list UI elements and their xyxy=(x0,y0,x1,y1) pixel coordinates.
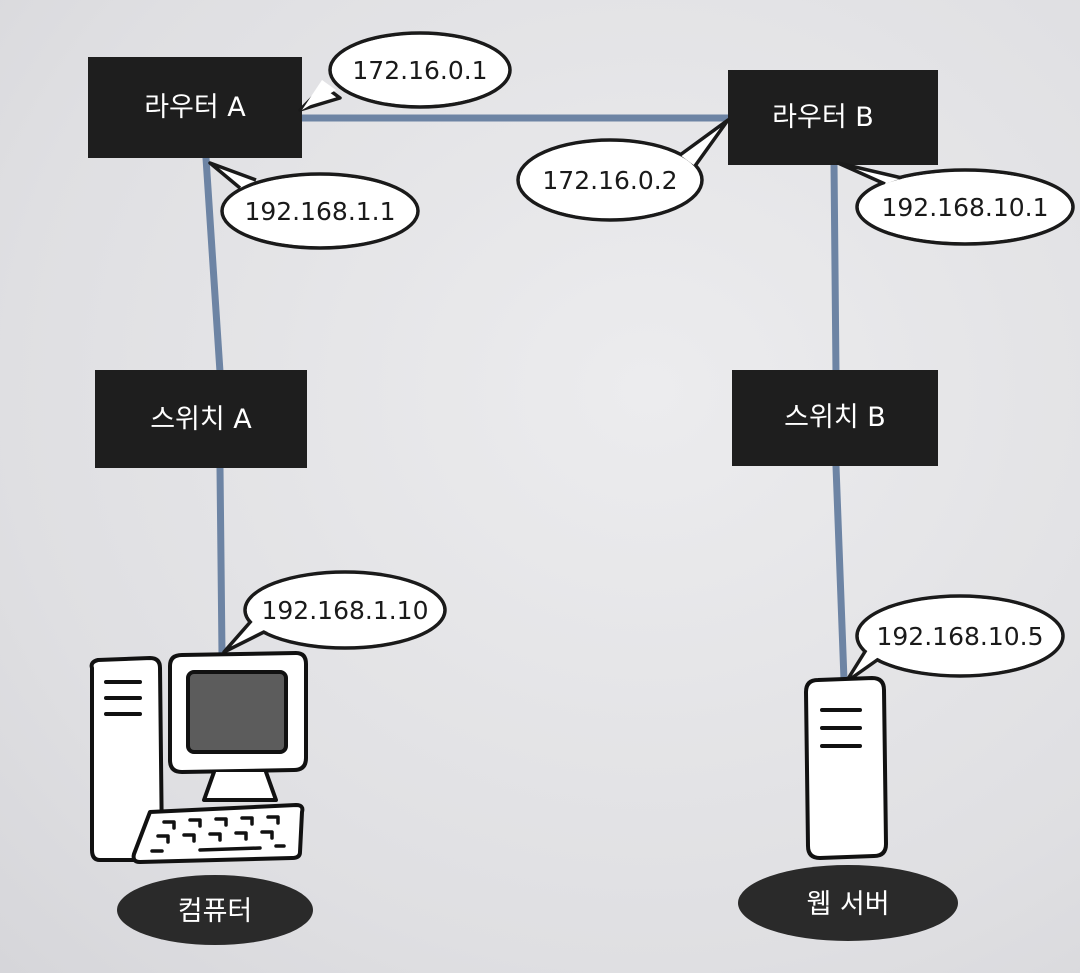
web-server-label: 웹 서버 xyxy=(806,889,889,920)
ip-web-server: 192.168.10.5 xyxy=(877,622,1044,651)
link-router-b-switch-b xyxy=(830,159,840,378)
ip-computer: 192.168.1.10 xyxy=(262,596,429,625)
switch-b[interactable]: 스위치 B xyxy=(732,370,938,466)
link-router-a-switch-a xyxy=(202,154,224,376)
ip-router-a-lan: 192.168.1.1 xyxy=(244,197,395,226)
link-switch-b-web-server xyxy=(832,462,848,684)
switch-b-label: 스위치 B xyxy=(784,402,886,433)
switch-a-label: 스위치 A xyxy=(150,404,252,435)
router-a-label: 라우터 A xyxy=(144,92,246,123)
ip-router-b-lan: 192.168.10.1 xyxy=(882,193,1049,222)
ip-router-a-wan: 172.16.0.1 xyxy=(352,56,487,85)
computer-icon[interactable] xyxy=(89,651,308,864)
ip-router-b-wan: 172.16.0.2 xyxy=(542,166,677,195)
router-b-label: 라우터 B xyxy=(772,102,874,133)
computer-label-pill: 컴퓨터 xyxy=(117,875,313,945)
web-server-label-pill: 웹 서버 xyxy=(738,865,958,941)
computer-label: 컴퓨터 xyxy=(178,896,253,927)
switch-a[interactable]: 스위치 A xyxy=(95,370,307,468)
web-server-icon[interactable] xyxy=(804,676,888,860)
router-b[interactable]: 라우터 B xyxy=(728,70,938,165)
router-a[interactable]: 라우터 A xyxy=(88,57,302,158)
links xyxy=(202,114,848,684)
link-switch-a-computer xyxy=(216,464,226,658)
